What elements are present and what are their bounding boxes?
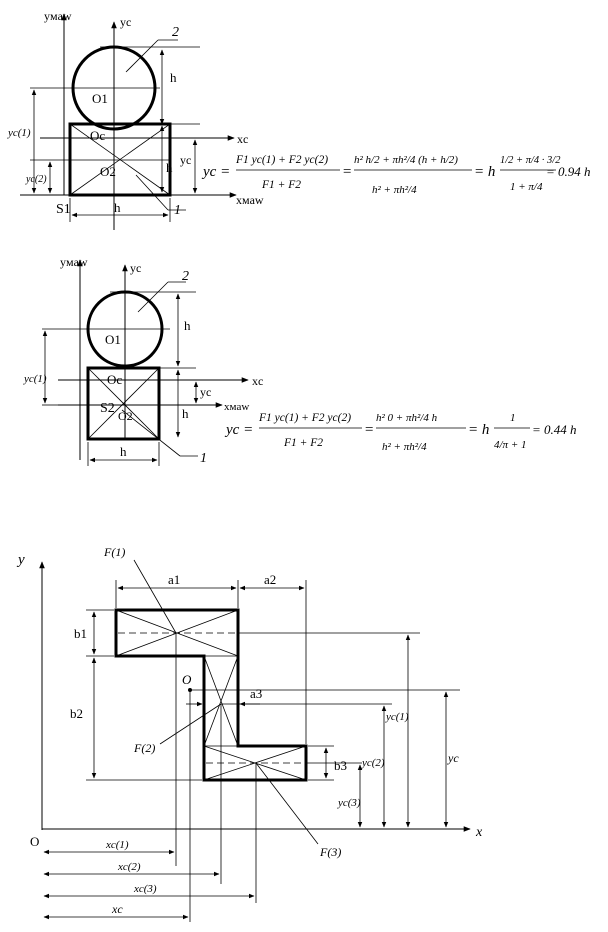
eq1-num3: 1/2 + π/4 · 3/2 bbox=[500, 155, 561, 166]
fig1-square bbox=[68, 122, 172, 197]
fig3-x-label: x bbox=[475, 825, 483, 840]
fig3-b3-label: b3 bbox=[334, 758, 347, 773]
figure-3 bbox=[39, 559, 471, 922]
fig3-leader-f1 bbox=[133, 559, 177, 634]
fig2-xc-label: xc bbox=[252, 374, 263, 388]
figure-2 bbox=[42, 259, 249, 466]
fig1-o1-label: O1 bbox=[92, 91, 108, 106]
fig2-number-1: 1 bbox=[200, 451, 207, 466]
eq1-den2: h² + πh²/4 bbox=[372, 184, 417, 196]
eq1-num2: h² h/2 + πh²/4 (h + h/2) bbox=[354, 154, 458, 166]
figure-3-labels: y x O O F(1) F(2) F(3) a1 a2 a3 b1 b2 b3… bbox=[16, 545, 483, 916]
fig3-f2-label: F(2) bbox=[133, 741, 155, 755]
fig2-leader-2 bbox=[137, 281, 169, 313]
eq1-lhs: yc = bbox=[201, 164, 230, 180]
fig2-s-label: S2 bbox=[100, 401, 115, 416]
equation-1: yc = F1 yc(1) + F2 yc(2) F1 + F2 = h² h/… bbox=[201, 154, 591, 196]
figure-1 bbox=[20, 13, 237, 230]
fig2-o2-label: O2 bbox=[118, 409, 133, 423]
eq2-den2: h² + πh²/4 bbox=[382, 441, 427, 453]
svg-text:=: = bbox=[364, 422, 374, 438]
fig1-number-1: 1 bbox=[174, 203, 181, 218]
fig3-y-label: y bbox=[16, 552, 25, 568]
fig1-yc-label: yc bbox=[120, 15, 131, 29]
fig1-yc1-label: yc(1) bbox=[7, 127, 31, 139]
eq2-result: = 0.44 h bbox=[532, 422, 577, 437]
fig1-diagonal-2 bbox=[69, 123, 171, 196]
fig2-oc-label: Oc bbox=[107, 372, 122, 387]
fig2-xmaw-label: xмaw bbox=[224, 401, 249, 413]
eq1-den1: F1 + F2 bbox=[261, 179, 301, 191]
fig1-h-side-label: h bbox=[166, 160, 173, 175]
fig1-xc-label: xc bbox=[237, 132, 248, 146]
eq2-lhs: yc = bbox=[224, 422, 253, 438]
fig2-h-top-label: h bbox=[184, 318, 191, 333]
fig3-o-label: O bbox=[182, 672, 192, 687]
fig3-y3-label: yc(3) bbox=[337, 797, 361, 809]
fig1-oc-label: Oc bbox=[90, 128, 105, 143]
fig1-yc2-label: yc(2) bbox=[25, 174, 47, 185]
fig3-yc-label: yc bbox=[447, 751, 459, 765]
fig2-yc-label: yc bbox=[130, 261, 141, 275]
eq2-num1: F1 yc(1) + F2 yc(2) bbox=[258, 412, 351, 424]
fig2-h-bottom-label: h bbox=[120, 444, 127, 459]
fig1-o2-label: O2 bbox=[100, 164, 116, 179]
fig2-number-2: 2 bbox=[182, 269, 189, 284]
fig3-leader-f2 bbox=[159, 703, 222, 745]
eq1-result: = 0.94 h bbox=[546, 164, 591, 179]
fig3-b1-label: b1 bbox=[74, 626, 87, 641]
fig1-leader-2 bbox=[125, 39, 159, 73]
fig2-diagonal-2 bbox=[87, 367, 160, 440]
eq2-num2: h² 0 + πh²/4 h bbox=[376, 412, 438, 424]
fig1-h-bottom-label: h bbox=[114, 200, 121, 215]
fig2-h-side-label: h bbox=[182, 406, 189, 421]
fig2-square bbox=[86, 366, 161, 441]
fig3-x1-label: xc(1) bbox=[105, 839, 129, 851]
fig2-yc-dim-label: yc bbox=[200, 385, 211, 399]
eq2-den3: 4/π + 1 bbox=[494, 439, 527, 451]
fig3-xc-label: xc bbox=[111, 902, 123, 916]
fig3-f1-label: F(1) bbox=[103, 545, 125, 559]
fig1-yc-dim-label: yc bbox=[180, 153, 191, 167]
figure-2-labels: yмaw yc xc xмaw S2 O1 Oc O2 h h h yc yc(… bbox=[23, 255, 263, 466]
fig1-h-top-label: h bbox=[170, 70, 177, 85]
fig3-a2-label: a2 bbox=[264, 572, 276, 587]
fig3-origin-label: O bbox=[30, 834, 39, 849]
fig2-o1-label: O1 bbox=[105, 332, 121, 347]
fig1-xmaw-label: xмaw bbox=[236, 193, 264, 207]
fig1-s-label: S1 bbox=[56, 202, 71, 217]
figure-1-labels: yмaw yc xc xмaw S1 O1 Oc O2 h h h yc yc(… bbox=[7, 9, 264, 218]
fig3-b2-label: b2 bbox=[70, 706, 83, 721]
eq1-den3: 1 + π/4 bbox=[510, 181, 543, 193]
eq1-num1: F1 yc(1) + F2 yc(2) bbox=[235, 154, 328, 166]
eq1-mid: = h bbox=[474, 164, 495, 180]
equation-2: yc = F1 yc(1) + F2 yc(2) F1 + F2 = h² 0 … bbox=[224, 412, 577, 453]
fig1-ymaw-label: yмaw bbox=[44, 9, 72, 23]
svg-text:=: = bbox=[342, 164, 352, 180]
fig3-x3-label: xc(3) bbox=[133, 883, 157, 895]
fig3-f3-label: F(3) bbox=[319, 845, 341, 859]
eq2-mid: = h bbox=[468, 422, 489, 438]
fig3-centroid-dot bbox=[188, 688, 192, 692]
fig3-f2-diag-2 bbox=[203, 655, 239, 747]
eq2-den1: F1 + F2 bbox=[283, 437, 323, 449]
eq2-num3: 1 bbox=[510, 412, 516, 424]
fig3-x2-label: xc(2) bbox=[117, 861, 141, 873]
fig2-leader-1 bbox=[121, 409, 181, 457]
fig1-leader-1 bbox=[135, 174, 169, 211]
fig3-y2-label: yc(2) bbox=[361, 757, 385, 769]
fig3-a1-label: a1 bbox=[168, 572, 180, 587]
fig3-a3-label: a3 bbox=[250, 686, 262, 701]
fig1-number-2: 2 bbox=[172, 25, 179, 40]
fig2-yc1-label: yc(1) bbox=[23, 373, 47, 385]
fig2-ymaw-label: yмaw bbox=[60, 255, 88, 269]
fig3-leader-f3 bbox=[255, 762, 319, 845]
fig3-y1-label: yc(1) bbox=[385, 711, 409, 723]
